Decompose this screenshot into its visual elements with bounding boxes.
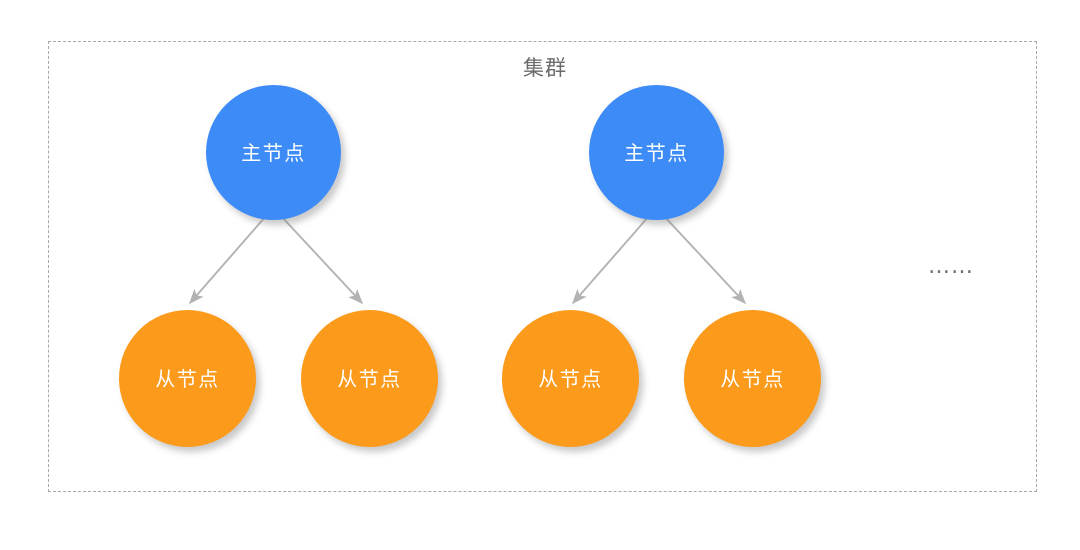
master-node-1-label: 主节点 xyxy=(241,141,306,165)
slave-node-2-1-label: 从节点 xyxy=(538,367,603,391)
slave-node-2-1[interactable]: 从节点 xyxy=(502,310,639,447)
slave-node-1-2[interactable]: 从节点 xyxy=(301,310,438,447)
overflow-ellipsis: …… xyxy=(928,254,974,279)
slave-node-1-1[interactable]: 从节点 xyxy=(119,310,256,447)
master-node-1[interactable]: 主节点 xyxy=(206,85,341,220)
cluster-boundary xyxy=(48,41,1037,492)
slave-node-2-2[interactable]: 从节点 xyxy=(684,310,821,447)
master-node-2[interactable]: 主节点 xyxy=(589,85,724,220)
master-node-2-label: 主节点 xyxy=(624,141,689,165)
cluster-title: 集群 xyxy=(0,54,1080,82)
slave-node-2-2-label: 从节点 xyxy=(720,367,785,391)
slave-node-1-2-label: 从节点 xyxy=(337,367,402,391)
slave-node-1-1-label: 从节点 xyxy=(155,367,220,391)
cluster-title-label: 集群 xyxy=(523,56,567,80)
